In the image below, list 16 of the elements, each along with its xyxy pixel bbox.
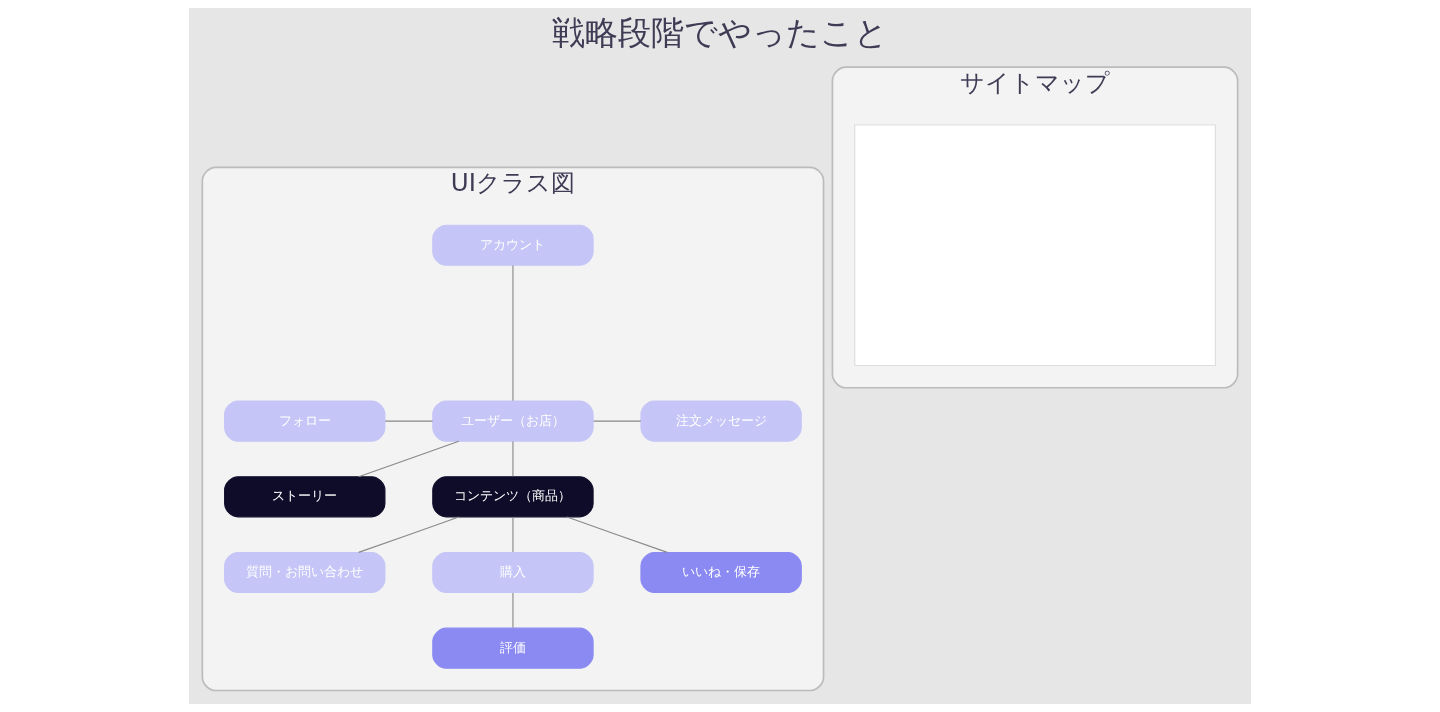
connector xyxy=(512,516,514,553)
connector xyxy=(512,441,514,477)
connector xyxy=(566,516,668,553)
node-box: 評価 xyxy=(432,627,594,669)
node-box: ストーリー xyxy=(224,476,386,518)
cluster: サイトマップ xyxy=(831,66,1239,389)
connector xyxy=(358,516,460,553)
connector xyxy=(358,440,460,478)
connector xyxy=(512,265,514,402)
node-box: いいね・保存 xyxy=(640,551,802,594)
connector xyxy=(384,420,434,422)
node-box: コンテンツ（商品） xyxy=(432,476,594,518)
diagram-title: 戦略段階でやったこと xyxy=(552,12,888,52)
node-box xyxy=(854,124,1216,366)
connector xyxy=(592,420,642,422)
connector xyxy=(512,592,514,629)
